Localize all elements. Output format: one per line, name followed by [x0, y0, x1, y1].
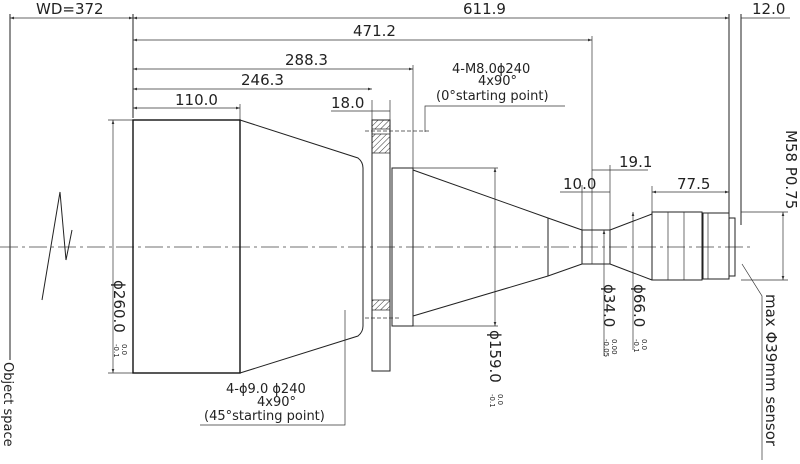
dim-77-label: 77.5 [677, 175, 710, 193]
dim-246-label: 246.3 [241, 71, 284, 89]
svg-text:-0.1: -0.1 [112, 344, 120, 358]
rear-shoulder [391, 167, 414, 327]
front-barrel [132, 119, 241, 374]
total-length-label: 611.9 [463, 0, 506, 18]
svg-text:-0.1: -0.1 [632, 339, 640, 353]
thread-hole-start: (0°starting point) [436, 89, 549, 104]
sensor-size-label: max Φ39mm sensor [762, 294, 780, 447]
svg-text:0.00: 0.00 [610, 339, 618, 355]
break-symbol [41, 191, 73, 301]
dimension-lines [10, 16, 790, 460]
svg-text:-0.05: -0.05 [602, 339, 610, 357]
front-taper [239, 119, 364, 374]
mount-thread [702, 212, 730, 280]
wd-label: WD=372 [36, 0, 104, 18]
dim-471-label: 471.2 [353, 22, 396, 40]
thread-end [728, 217, 736, 277]
mount-thread-label: M58 P0.75 [782, 130, 800, 209]
svg-text:ϕ66.0: ϕ66.0 [630, 284, 648, 327]
svg-text:-0.1: -0.1 [488, 394, 496, 408]
through-hole-spacing: 4x90° [257, 395, 296, 410]
through-hole-start: (45°starting point) [204, 409, 325, 424]
rear-cone [412, 169, 583, 317]
focus-ring [651, 211, 703, 281]
thread-hole-note: 4-M8.0ϕ240 [452, 62, 530, 77]
dim-18-label: 18.0 [331, 94, 364, 112]
svg-text:ϕ159.0: ϕ159.0 [486, 330, 504, 383]
svg-text:0.0: 0.0 [120, 344, 128, 355]
neck [581, 229, 611, 265]
dim-110-label: 110.0 [175, 91, 218, 109]
svg-text:ϕ34.0: ϕ34.0 [600, 284, 618, 327]
neck-taper [609, 213, 653, 281]
dim-288-label: 288.3 [285, 51, 328, 69]
lens-body [132, 119, 736, 374]
sensor-offset-label: 12.0 [752, 0, 785, 18]
diameter-34-label: ϕ34.0 0.00 -0.05 [600, 284, 618, 357]
dim-19-label: 19.1 [619, 153, 652, 171]
through-hole-note: 4-ϕ9.0 ϕ240 [226, 382, 306, 397]
dim-10-label: 10.0 [563, 175, 596, 193]
diameter-159-label: ϕ159.0 0.0 -0.1 [486, 330, 504, 408]
thread-hole-spacing: 4x90° [478, 74, 517, 89]
svg-text:0.0: 0.0 [640, 339, 648, 350]
object-space-label: Object space [0, 362, 15, 447]
mounting-flange [371, 119, 391, 372]
svg-text:0.0: 0.0 [496, 394, 504, 405]
diameter-66-label: ϕ66.0 0.0 -0.1 [630, 284, 648, 353]
svg-text:ϕ260.0: ϕ260.0 [110, 280, 128, 333]
diameter-260-label: ϕ260.0 0.0 -0.1 [110, 280, 128, 358]
